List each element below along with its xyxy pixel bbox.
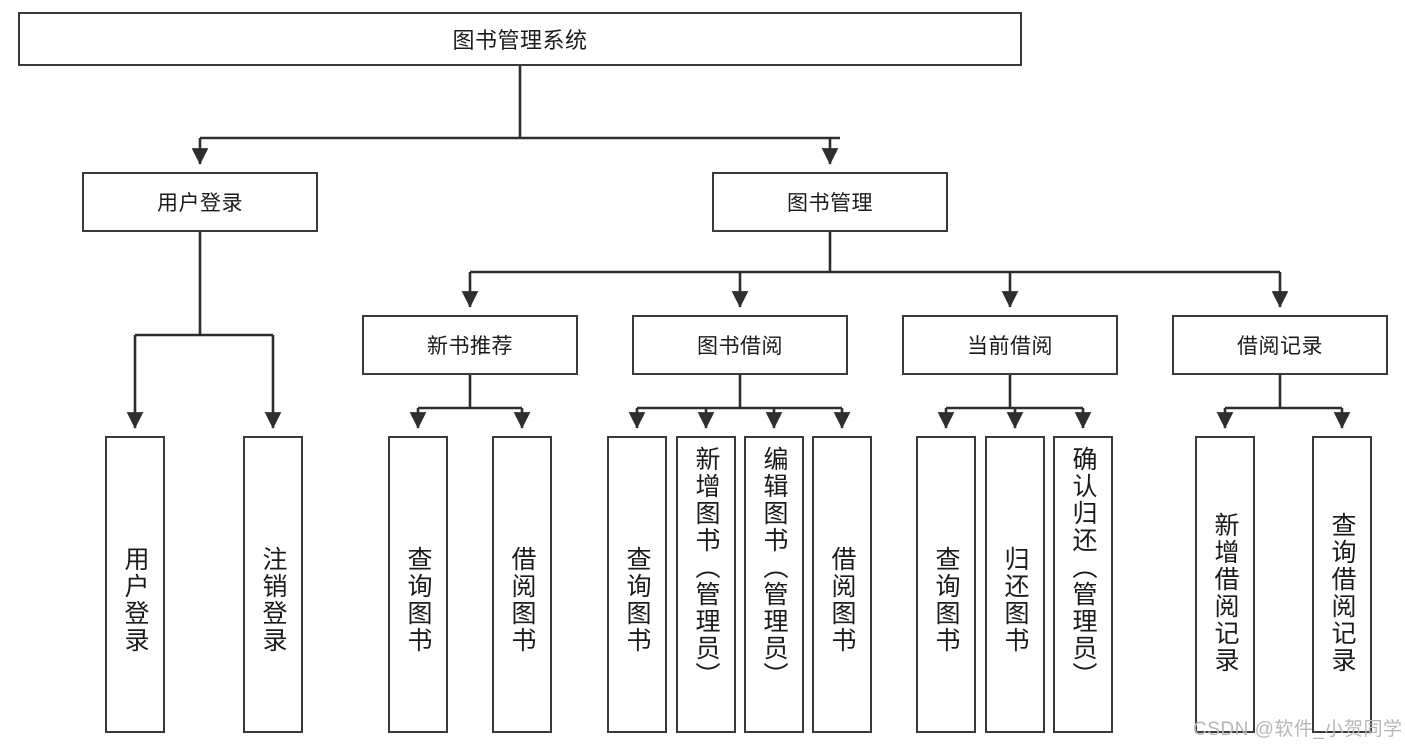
leaf-borrow-query-book-label: 查询图书 — [623, 546, 651, 654]
leaf-current-confirm-return-admin-label: 确认归还（管理员） — [1069, 446, 1097, 689]
leaf-new-book-query[interactable]: 查询图书 — [388, 436, 448, 733]
node-new-book-recommend-label: 新书推荐 — [427, 335, 513, 358]
leaf-record-query-record-label: 查询借阅记录 — [1328, 512, 1356, 674]
leaf-current-return-book-label: 归还图书 — [1001, 546, 1029, 654]
node-borrow-record[interactable]: 借阅记录 — [1172, 315, 1388, 375]
leaf-record-add-record[interactable]: 新增借阅记录 — [1195, 436, 1255, 733]
leaf-borrow-edit-book-admin[interactable]: 编辑图书（管理员） — [744, 436, 804, 733]
node-current-borrow[interactable]: 当前借阅 — [902, 315, 1118, 375]
leaf-new-book-borrow-label: 借阅图书 — [508, 546, 536, 654]
node-book-management-label: 图书管理 — [787, 192, 873, 215]
leaf-new-book-borrow[interactable]: 借阅图书 — [492, 436, 552, 733]
leaf-borrow-query-book[interactable]: 查询图书 — [607, 436, 667, 733]
leaf-new-book-query-label: 查询图书 — [404, 546, 432, 654]
node-root-system-label: 图书管理系统 — [452, 28, 588, 53]
leaf-current-query-book[interactable]: 查询图书 — [916, 436, 976, 733]
leaf-borrow-edit-book-admin-label: 编辑图书（管理员） — [760, 446, 788, 689]
leaf-borrow-add-book-admin-label: 新增图书（管理员） — [692, 446, 720, 689]
node-user-login[interactable]: 用户登录 — [82, 172, 318, 232]
leaf-borrow-add-book-admin[interactable]: 新增图书（管理员） — [676, 436, 736, 733]
leaf-user-login-logout-label: 注销登录 — [259, 546, 287, 654]
leaf-current-query-book-label: 查询图书 — [932, 546, 960, 654]
leaf-current-return-book[interactable]: 归还图书 — [985, 436, 1045, 733]
node-borrow-record-label: 借阅记录 — [1237, 335, 1323, 358]
node-user-login-label: 用户登录 — [157, 192, 243, 215]
node-current-borrow-label: 当前借阅 — [967, 335, 1053, 358]
csdn-watermark: CSDN @软件_小贺同学 — [1193, 719, 1403, 740]
node-book-borrow[interactable]: 图书借阅 — [632, 315, 848, 375]
leaf-borrow-borrow-book[interactable]: 借阅图书 — [812, 436, 872, 733]
leaf-user-login-logout[interactable]: 注销登录 — [243, 436, 303, 733]
node-book-borrow-label: 图书借阅 — [697, 335, 783, 358]
node-new-book-recommend[interactable]: 新书推荐 — [362, 315, 578, 375]
leaf-user-login-login[interactable]: 用户登录 — [105, 436, 165, 733]
leaf-user-login-login-label: 用户登录 — [121, 546, 149, 654]
node-book-management[interactable]: 图书管理 — [712, 172, 948, 232]
leaf-record-query-record[interactable]: 查询借阅记录 — [1312, 436, 1372, 733]
leaf-record-add-record-label: 新增借阅记录 — [1211, 512, 1239, 674]
node-root-system[interactable]: 图书管理系统 — [18, 12, 1022, 66]
leaf-borrow-borrow-book-label: 借阅图书 — [828, 546, 856, 654]
leaf-current-confirm-return-admin[interactable]: 确认归还（管理员） — [1053, 436, 1113, 733]
